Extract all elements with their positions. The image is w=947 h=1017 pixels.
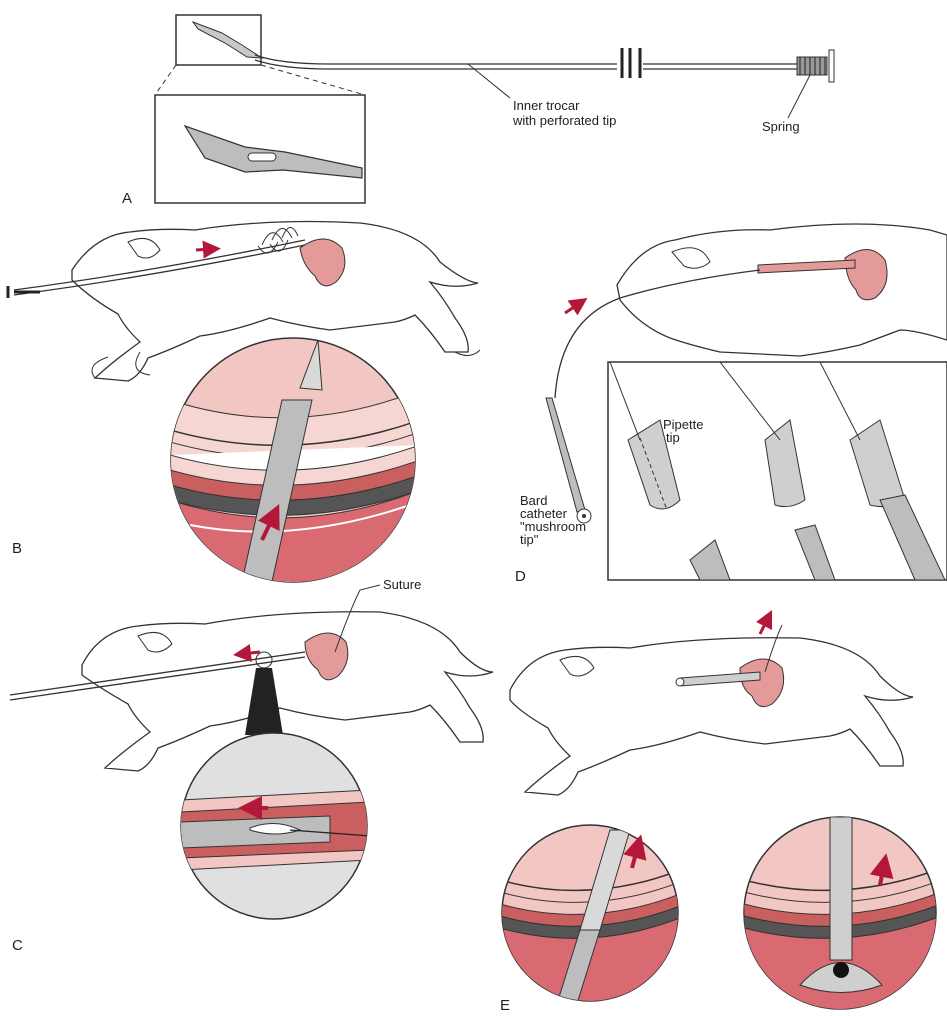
panel-d: Pipette tip Bard catheter "mushroom tip"… — [515, 224, 947, 585]
spring-icon — [797, 50, 834, 82]
direction-arrow-d — [565, 303, 580, 313]
panel-letter-e: E — [500, 997, 510, 1014]
catheter-end-b — [8, 286, 40, 298]
trocar-shaft-right — [643, 64, 800, 69]
panel-b: B — [8, 222, 480, 600]
bard-catheter-shaft — [546, 398, 585, 512]
trocar-tip-magnified — [185, 126, 362, 178]
dog-outline-d — [617, 224, 947, 356]
suture-label: Suture — [383, 577, 421, 592]
panel-letter-c: C — [12, 937, 23, 954]
pipette-label-2: tip — [666, 430, 680, 445]
spring-label: Spring — [762, 119, 800, 134]
trocar-break-marks — [622, 48, 640, 78]
panel-c: Suture C — [10, 577, 493, 954]
bard-label-4: tip" — [520, 532, 539, 547]
direction-arrow-b — [196, 249, 212, 250]
direction-arrow-c — [242, 652, 260, 654]
inner-trocar-label-1: Inner trocar — [513, 98, 580, 113]
spring-leader — [788, 75, 810, 118]
panel-letter-b: B — [12, 540, 22, 557]
direction-arrow-e — [760, 618, 768, 634]
panel-a: Inner trocar with perforated tip Spring … — [122, 15, 834, 207]
inner-trocar-label-2: with perforated tip — [512, 113, 616, 128]
trocar-tip-small — [193, 22, 262, 58]
panel-letter-d: D — [515, 568, 526, 585]
trocar-perforation — [248, 153, 276, 161]
trocar-shaft — [255, 55, 617, 69]
panel-e: E — [500, 618, 936, 1014]
panel-letter-a: A — [122, 190, 132, 207]
